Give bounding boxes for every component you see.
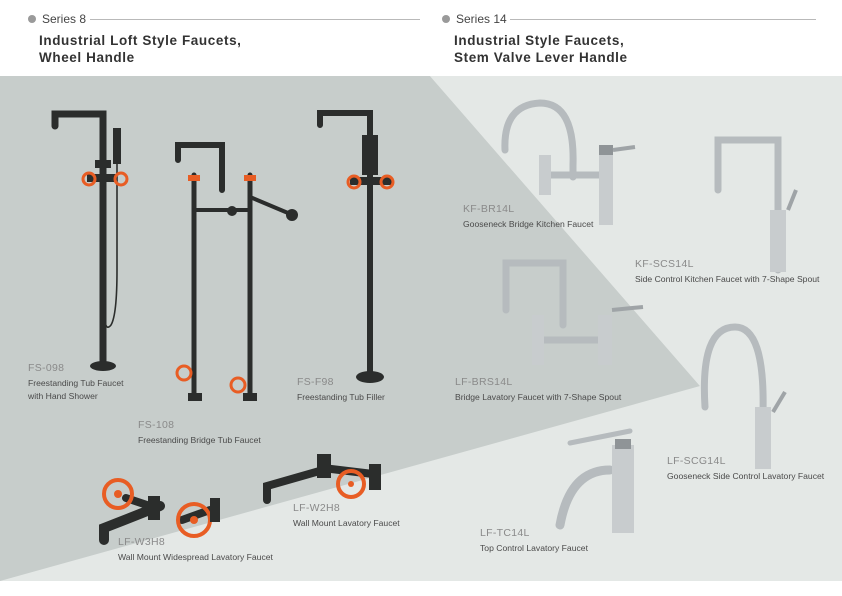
product-code: LF-W3H8 bbox=[118, 536, 166, 548]
product-description: Freestanding Tub Filler bbox=[297, 392, 385, 402]
kf-br14l-label: KF-BR14L Gooseneck Bridge Kitchen Faucet bbox=[463, 203, 593, 231]
series-8-title-line2: Wheel Handle bbox=[39, 50, 135, 65]
fs-f98-faucet-image bbox=[317, 110, 395, 383]
product-code: FS-108 bbox=[138, 419, 175, 431]
product-description: Freestanding Bridge Tub Faucet bbox=[138, 435, 261, 445]
product-code: KF-BR14L bbox=[463, 203, 515, 215]
lf-scg14l-faucet-image bbox=[700, 323, 787, 469]
product-description: Side Control Kitchen Faucet with 7-Shape… bbox=[635, 274, 820, 284]
product-description: Wall Mount Lavatory Faucet bbox=[293, 518, 400, 528]
kf-br14l-faucet-image bbox=[501, 99, 636, 225]
series-8-title: Industrial Loft Style Faucets, Wheel Han… bbox=[39, 32, 242, 66]
fs-f98-label: FS-F98 Freestanding Tub Filler bbox=[297, 376, 385, 404]
product-code: LF-SCG14L bbox=[667, 455, 726, 467]
lf-brs14l-label: LF-BRS14L Bridge Lavatory Faucet with 7-… bbox=[455, 376, 621, 404]
kf-scs14l-label: KF-SCS14L Side Control Kitchen Faucet wi… bbox=[635, 258, 819, 286]
series-8-title-line1: Industrial Loft Style Faucets, bbox=[39, 33, 242, 48]
lf-w2h8-label: LF-W2H8 Wall Mount Lavatory Faucet bbox=[293, 502, 400, 530]
bullet-dot-icon bbox=[442, 15, 450, 23]
lf-tc14l-label: LF-TC14L Top Control Lavatory Faucet bbox=[480, 527, 588, 555]
product-code: LF-BRS14L bbox=[455, 376, 513, 388]
series-14-divider bbox=[510, 19, 816, 20]
lf-tc14l-faucet-image bbox=[555, 428, 634, 533]
product-description: Wall Mount Widespread Lavatory Faucet bbox=[118, 552, 273, 562]
series-8-tag: Series 8 bbox=[28, 12, 86, 26]
series-14-tag: Series 14 bbox=[442, 12, 507, 26]
series-14-label: Series 14 bbox=[456, 12, 507, 26]
fs-108-label: FS-108 Freestanding Bridge Tub Faucet bbox=[138, 419, 261, 447]
product-code: FS-F98 bbox=[297, 376, 334, 388]
product-code: LF-TC14L bbox=[480, 527, 530, 539]
product-code: KF-SCS14L bbox=[635, 258, 694, 270]
product-description: Bridge Lavatory Faucet with 7-Shape Spou… bbox=[455, 392, 622, 402]
product-description: Gooseneck Side Control Lavatory Faucet bbox=[667, 471, 825, 481]
series-14-title-line1: Industrial Style Faucets, bbox=[454, 33, 625, 48]
lf-brs14l-faucet-image bbox=[502, 259, 644, 365]
product-description: Freestanding Tub Faucet bbox=[28, 378, 124, 388]
lf-w2h8-faucet-image bbox=[263, 454, 381, 504]
kf-scs14l-faucet-image bbox=[714, 136, 798, 274]
lf-w3h8-label: LF-W3H8 Wall Mount Widespread Lavatory F… bbox=[118, 536, 273, 564]
bullet-dot-icon bbox=[28, 15, 36, 23]
product-description-line2: with Hand Shower bbox=[28, 391, 98, 401]
fs-098-label: FS-098 Freestanding Tub Faucet with Hand… bbox=[28, 362, 124, 403]
lf-w3h8-faucet-image bbox=[99, 478, 220, 545]
product-description: Gooseneck Bridge Kitchen Faucet bbox=[463, 219, 594, 229]
fs-108-faucet-image bbox=[175, 142, 298, 401]
product-code: FS-098 bbox=[28, 362, 65, 374]
lf-scg14l-label: LF-SCG14L Gooseneck Side Control Lavator… bbox=[667, 455, 824, 483]
series-14-title: Industrial Style Faucets, Stem Valve Lev… bbox=[454, 32, 628, 66]
series-8-label: Series 8 bbox=[42, 12, 87, 26]
series-8-divider bbox=[90, 19, 420, 20]
series-14-title-line2: Stem Valve Lever Handle bbox=[454, 50, 628, 65]
product-code: LF-W2H8 bbox=[293, 502, 341, 514]
product-panel-background bbox=[0, 76, 842, 581]
product-description: Top Control Lavatory Faucet bbox=[480, 543, 588, 553]
fs-098-faucet-image bbox=[51, 110, 129, 371]
